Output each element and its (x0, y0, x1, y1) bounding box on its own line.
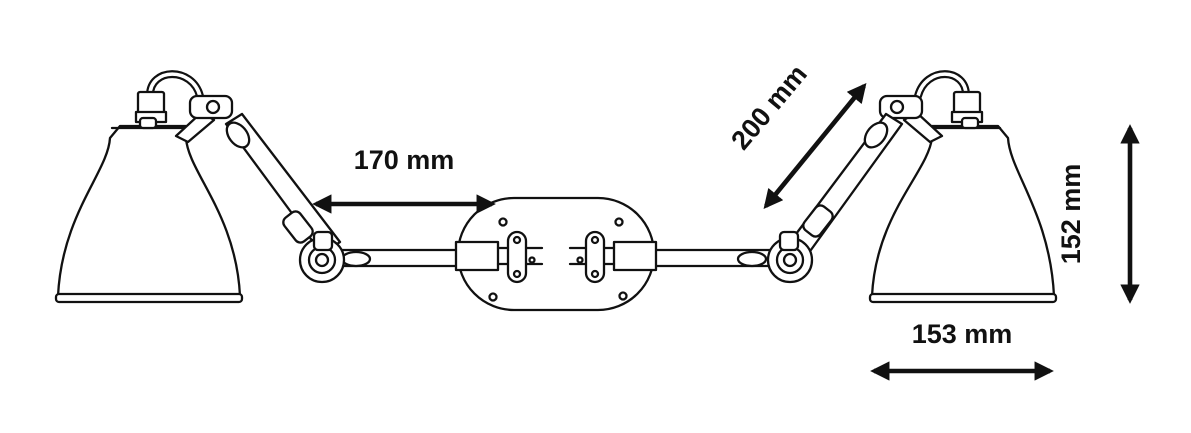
right-lamp (650, 70, 1058, 304)
left-upper-arm (224, 112, 342, 256)
shade-height-label: 152 mm (1056, 164, 1086, 265)
left-lamp (54, 70, 460, 304)
left-shade (56, 124, 242, 298)
right-shade (870, 124, 1056, 298)
arm-length-label: 170 mm (354, 145, 455, 175)
upper-arm-arrow (763, 83, 867, 209)
shade-diameter-label: 153 mm (912, 319, 1013, 349)
upper-arm-length-label: 200 mm (725, 59, 813, 155)
wall-plate (454, 196, 658, 312)
